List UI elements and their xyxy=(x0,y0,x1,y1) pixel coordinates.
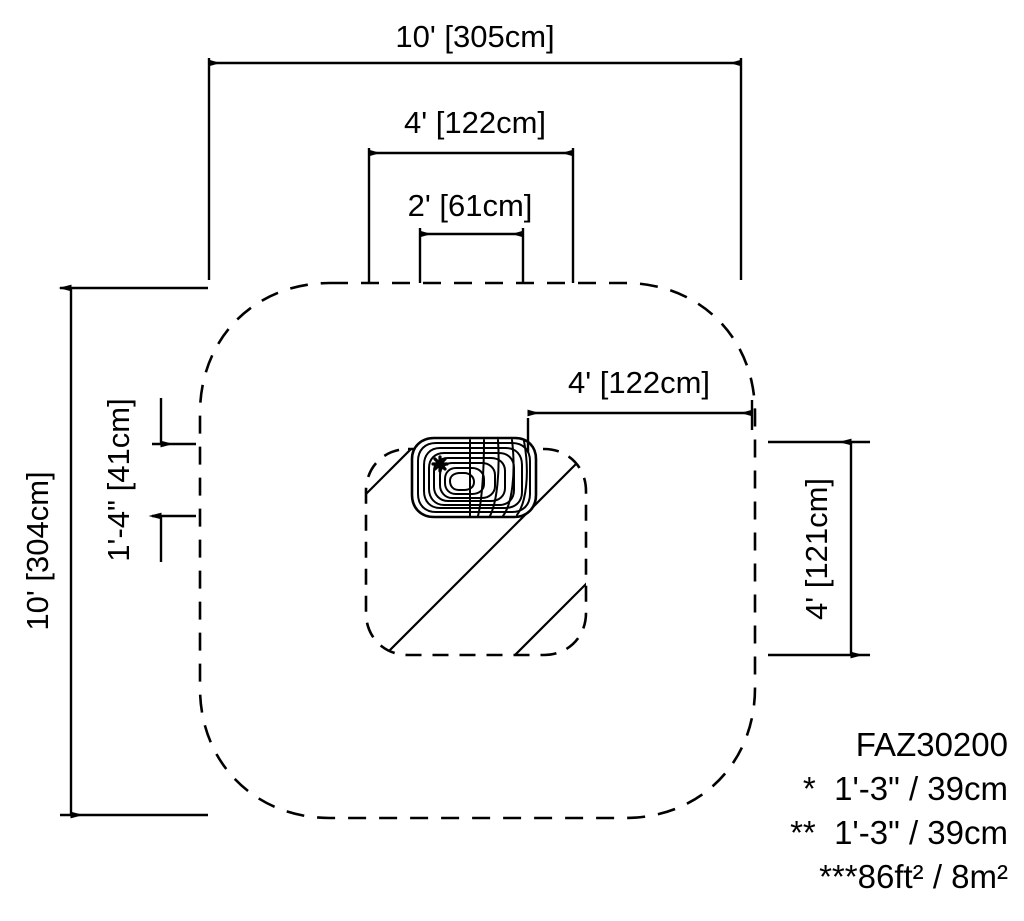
safety-zone-outline xyxy=(198,281,757,820)
dimension-top-inner-label: 2' [61cm] xyxy=(408,188,533,223)
dimension-top-inner: 2' [61cm] xyxy=(408,188,533,283)
dimension-center-horizontal: 4' [122cm] xyxy=(526,365,754,452)
dimension-top-overall-label: 10' [305cm] xyxy=(395,19,554,54)
equipment-footprint xyxy=(364,447,588,657)
dimension-right-vertical: 4' [121cm] xyxy=(768,438,870,659)
dimension-right-vertical-label: 4' [121cm] xyxy=(799,478,834,620)
note-line-1: * 1'-3" / 39cm xyxy=(803,770,1008,807)
note-line-3: ***86ft² / 8m² xyxy=(819,858,1008,895)
climbing-boulder xyxy=(410,436,538,519)
dimension-left-inner: 1'-4" [41cm] xyxy=(101,398,196,562)
dimension-top-middle: 4' [122cm] xyxy=(367,105,575,283)
dimension-top-middle-label: 4' [122cm] xyxy=(404,105,546,140)
dimension-top-overall: 10' [305cm] xyxy=(207,19,743,280)
notes-block: FAZ30200 * 1'-3" / 39cm ** 1'-3" / 39cm … xyxy=(790,726,1008,895)
asterisk-marker xyxy=(431,455,449,473)
model-number: FAZ30200 xyxy=(856,726,1008,763)
dimension-center-horizontal-label: 4' [122cm] xyxy=(568,365,710,400)
dimension-left-overall-label: 10' [304cm] xyxy=(20,471,55,630)
dimension-left-inner-label: 1'-4" [41cm] xyxy=(101,398,136,561)
dimension-left-overall: 10' [304cm] xyxy=(20,284,208,819)
note-line-2: ** 1'-3" / 39cm xyxy=(790,814,1008,851)
